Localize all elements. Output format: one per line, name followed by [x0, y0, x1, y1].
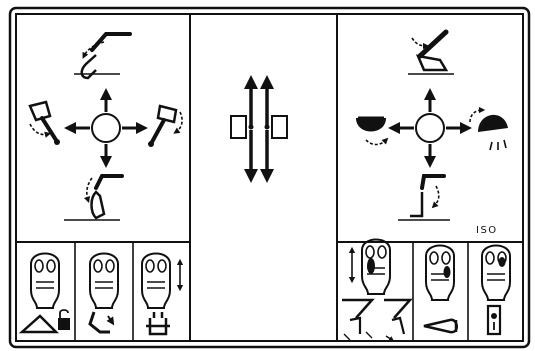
- joystick-grip-icon: [90, 254, 118, 309]
- boom-lower-icon: [64, 176, 122, 220]
- left-control-panel: [30, 34, 182, 220]
- joystick-center: [92, 114, 120, 142]
- swing-left-icon: [356, 118, 386, 145]
- horn-icon: [424, 320, 457, 332]
- decal-inner-frame: [16, 14, 523, 341]
- joystick-center: [416, 114, 444, 142]
- right-control-panel: ISO: [356, 32, 508, 236]
- joystick-grip-icon: [142, 254, 170, 309]
- lock-icon: [58, 318, 70, 330]
- hydraulic-lock-icon: [22, 316, 56, 332]
- double-arrow-travel-icon: [231, 82, 287, 176]
- boom-raise-icon: [74, 34, 130, 78]
- function-cell-coupler: [142, 254, 180, 335]
- decal-outer-frame: [10, 8, 529, 347]
- quick-coupler-icon: [146, 312, 170, 334]
- function-cell-lock: [22, 254, 70, 333]
- joystick-grip-icon: [362, 240, 390, 295]
- bucket-curl-icon: [30, 102, 60, 145]
- joystick-grip-icon: [482, 246, 510, 301]
- bucket-tilt-icon: [90, 312, 110, 332]
- function-cell-horn: [424, 246, 457, 333]
- function-cell-key: [482, 246, 510, 335]
- function-cell-tilt: [90, 254, 118, 333]
- function-cell-grapple: [342, 240, 410, 341]
- rotating-grapple-icon: [342, 300, 410, 318]
- dipper-out-icon: [398, 176, 450, 220]
- iso-label: ISO: [476, 225, 498, 236]
- joystick-grip-icon: [31, 254, 59, 309]
- bucket-dump-icon: [148, 106, 182, 147]
- swing-right-icon: [470, 110, 508, 150]
- dipper-in-icon: [408, 32, 454, 74]
